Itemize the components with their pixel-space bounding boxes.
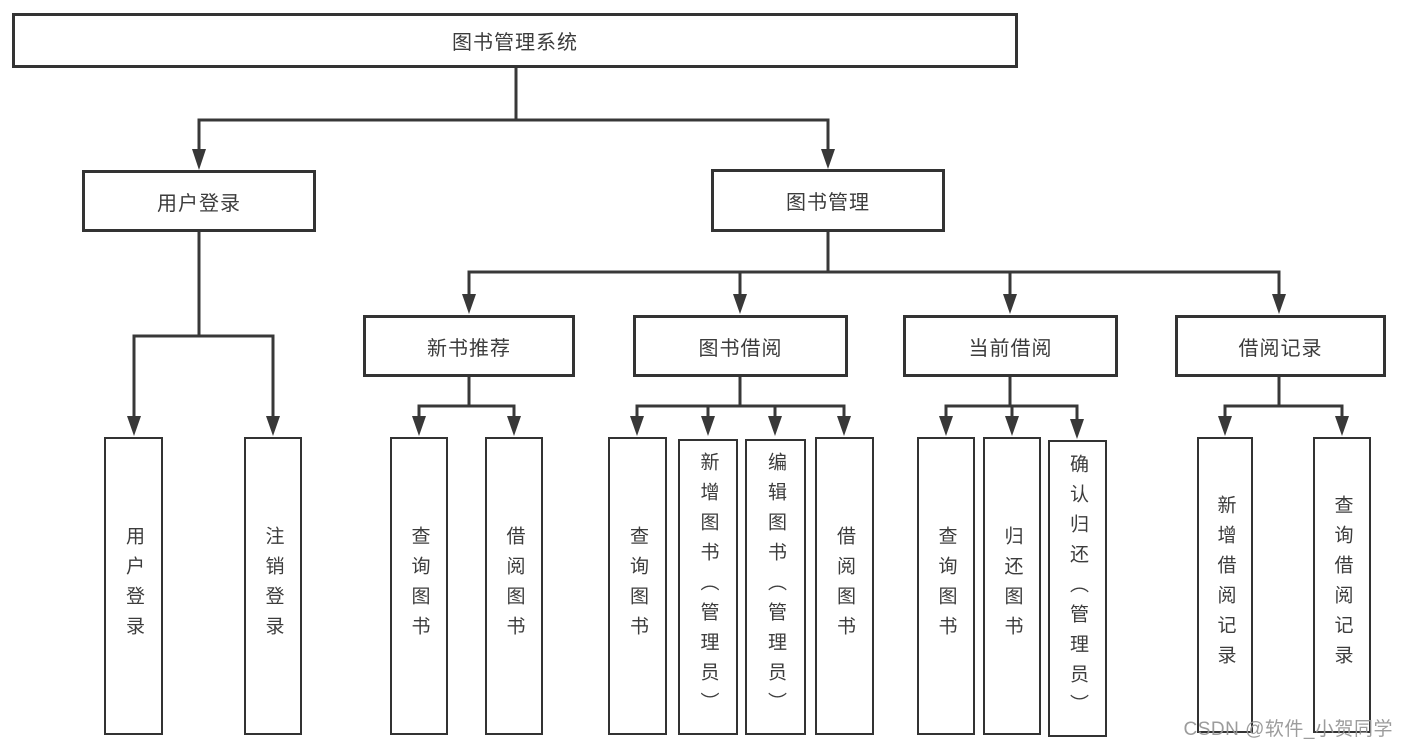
node-label: 图书管理系统 (452, 32, 578, 54)
node-return-books: 归还图书 (983, 437, 1041, 735)
node-label: 用户登录 (123, 526, 144, 646)
node-label: 新书推荐 (427, 337, 511, 360)
node-borrowing-records: 借阅记录 (1175, 315, 1386, 377)
node-label: 查询图书 (935, 526, 957, 646)
node-label: 图书管理 (786, 192, 870, 214)
node-add-books-admin: 新增图书（管理员） (678, 439, 738, 735)
node-label: 编辑图书（管理员） (765, 452, 786, 722)
node-label: 查询图书 (408, 526, 430, 646)
node-query-books-1: 查询图书 (390, 437, 448, 735)
node-book-borrowing: 图书借阅 (633, 315, 848, 377)
node-label: 查询借阅记录 (1331, 495, 1353, 675)
node-label: 借阅记录 (1238, 337, 1323, 360)
node-query-borrow-record: 查询借阅记录 (1313, 437, 1371, 733)
node-logout: 注销登录 (244, 437, 302, 735)
node-confirm-return-admin: 确认归还（管理员） (1048, 440, 1107, 737)
node-query-books-2: 查询图书 (608, 437, 667, 735)
node-borrow-books-1: 借阅图书 (485, 437, 543, 735)
node-edit-books-admin: 编辑图书（管理员） (745, 439, 806, 735)
node-label: 当前借阅 (968, 337, 1053, 360)
node-label: 借阅图书 (503, 526, 525, 646)
node-library-management-system: 图书管理系统 (12, 13, 1018, 68)
node-add-borrow-record: 新增借阅记录 (1197, 437, 1253, 733)
node-new-book-recommendation: 新书推荐 (363, 315, 575, 377)
node-book-management: 图书管理 (711, 169, 945, 232)
node-label: 借阅图书 (834, 526, 855, 646)
node-current-borrowing: 当前借阅 (903, 315, 1118, 377)
node-borrow-books-2: 借阅图书 (815, 437, 874, 735)
node-user-login-group: 用户登录 (82, 170, 316, 232)
node-label: 查询图书 (627, 526, 648, 646)
connector-paths (132, 68, 1344, 423)
node-label: 用户登录 (157, 192, 241, 215)
node-label: 新增图书（管理员） (697, 452, 719, 722)
arrowheads (127, 149, 1349, 439)
node-label: 确认归还（管理员） (1067, 453, 1088, 724)
node-label: 归还图书 (1001, 526, 1023, 646)
node-label: 图书借阅 (698, 337, 783, 360)
node-user-login: 用户登录 (104, 437, 163, 735)
csdn-watermark: CSDN @软件_小贺同学 (1183, 719, 1393, 740)
node-label: 新增借阅记录 (1214, 495, 1236, 675)
node-query-books-3: 查询图书 (917, 437, 975, 735)
node-label: 注销登录 (262, 526, 284, 646)
